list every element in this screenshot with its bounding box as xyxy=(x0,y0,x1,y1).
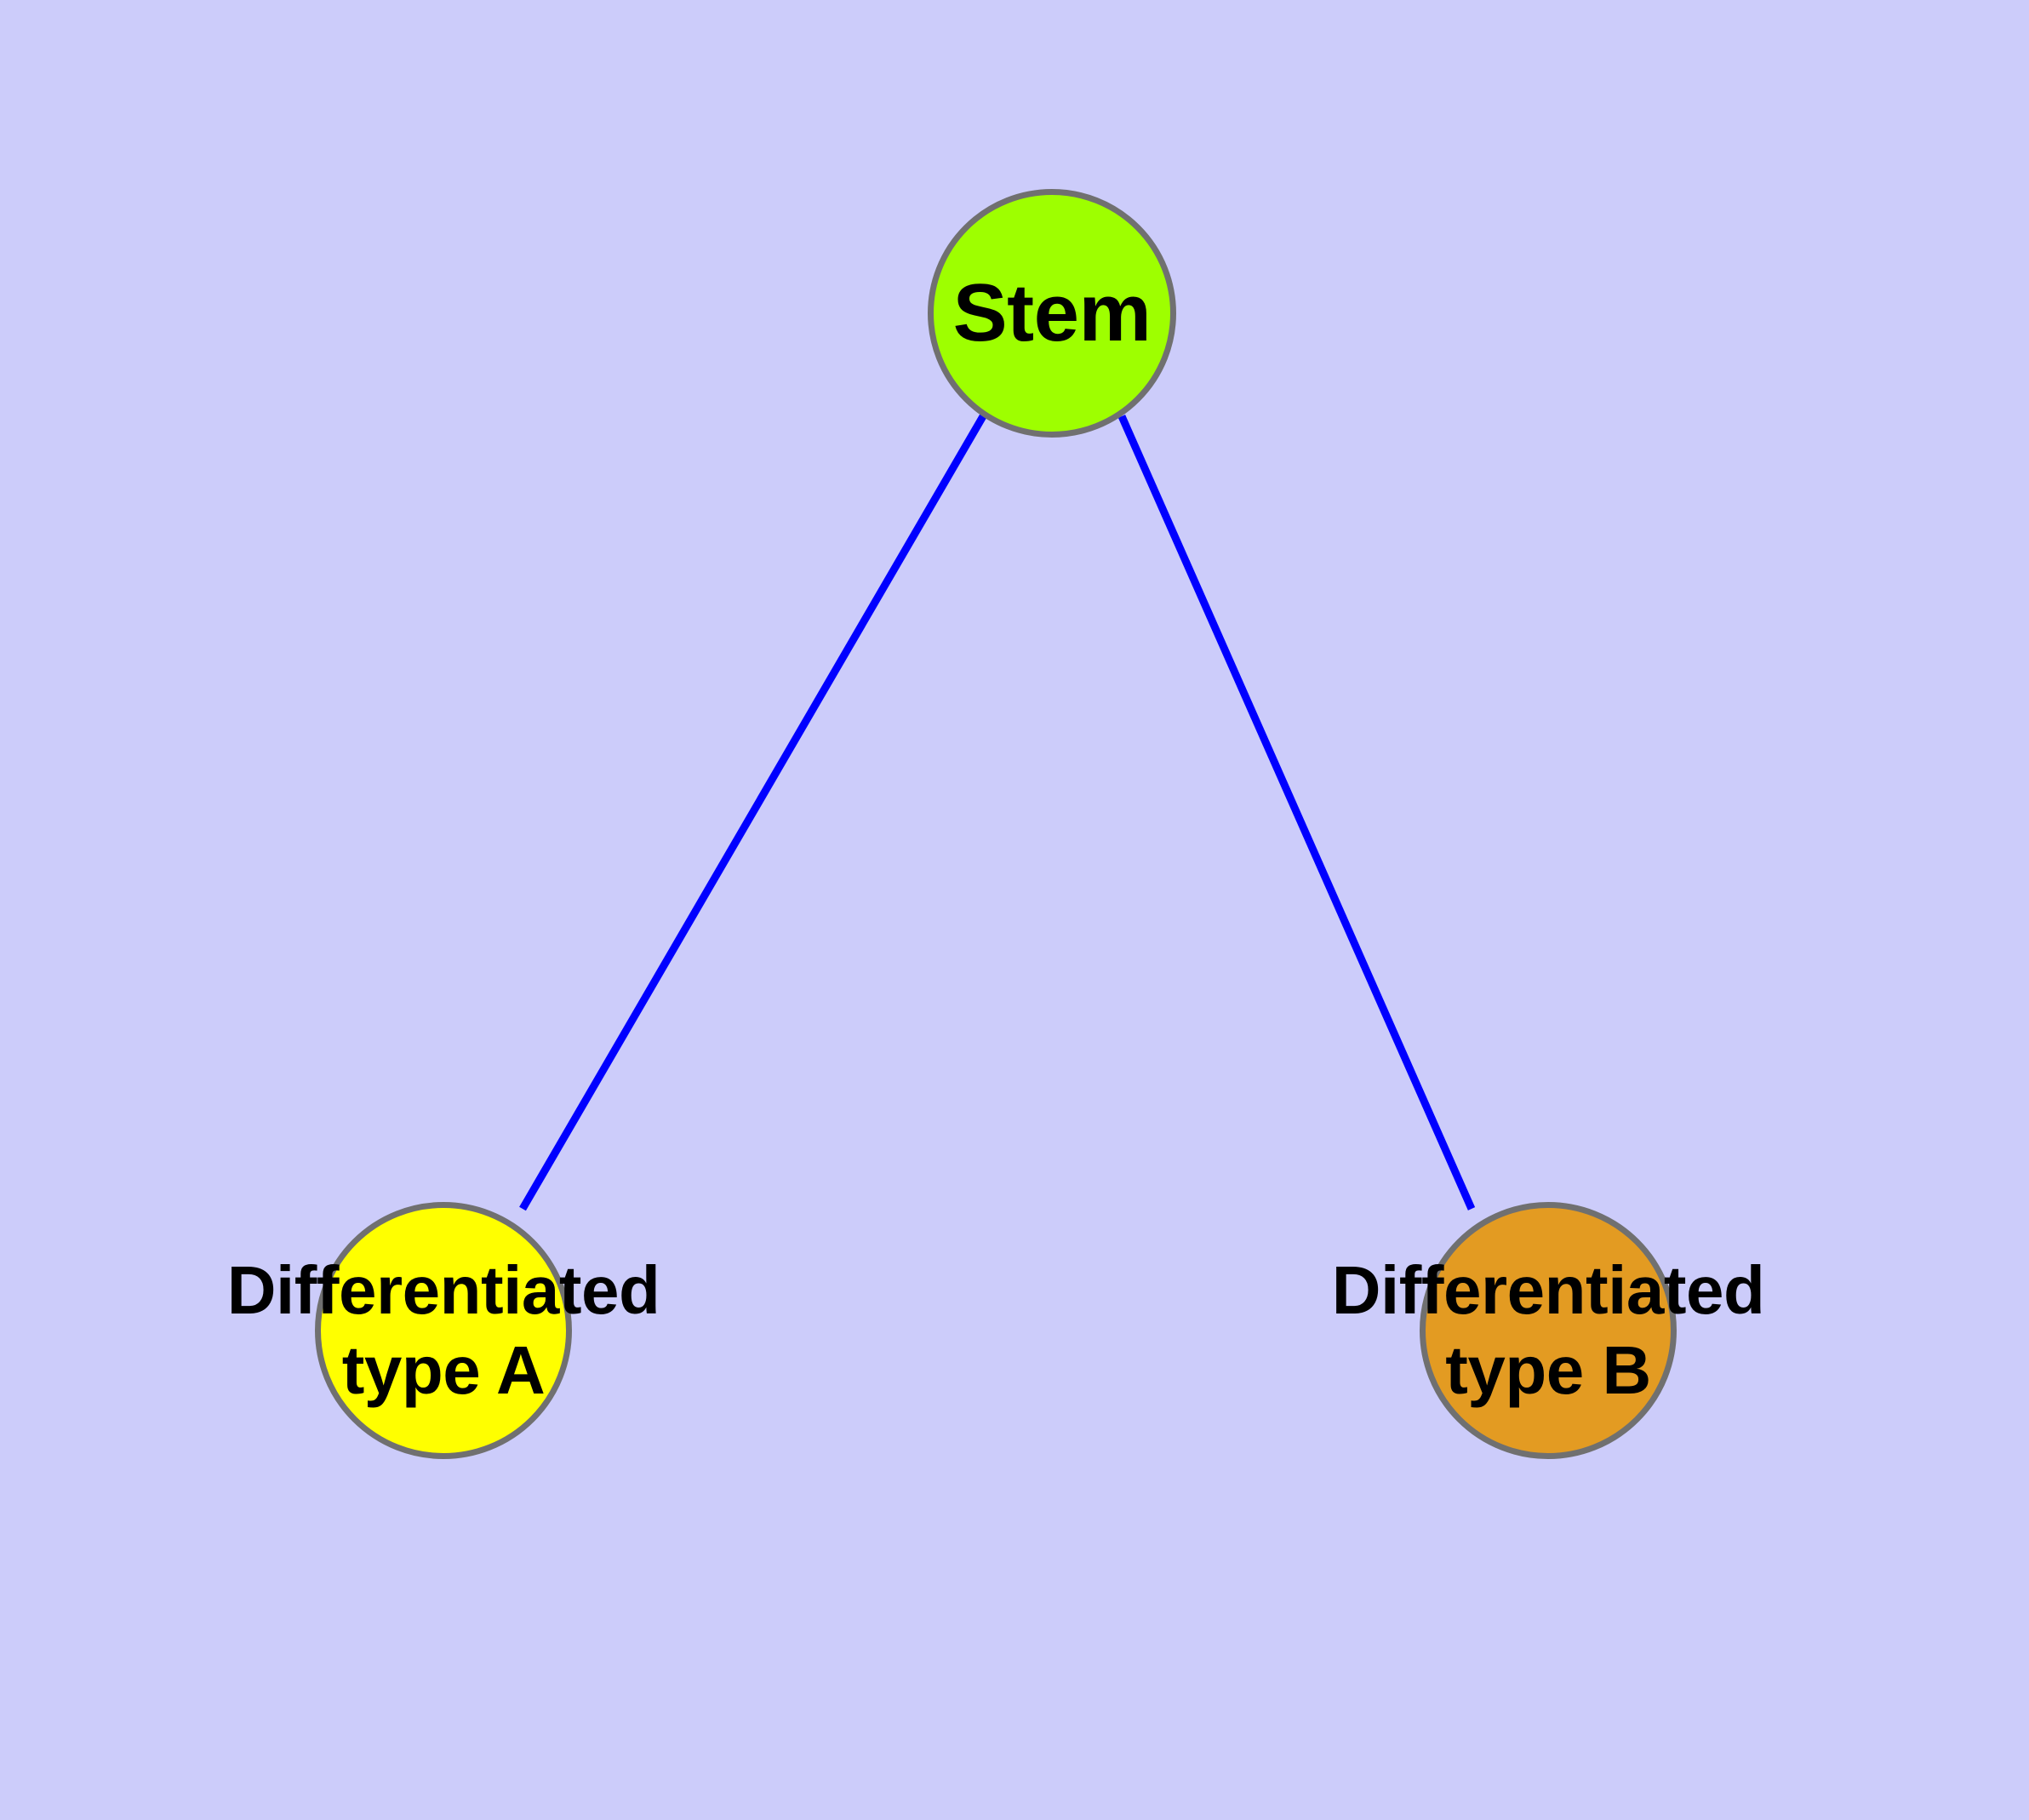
node-differentiated-type-b[interactable] xyxy=(1420,1202,1677,1459)
edge-stem-to-differentiated-b[interactable] xyxy=(1117,415,1476,1210)
node-stem[interactable] xyxy=(928,189,1176,438)
edge-stem-to-differentiated-a[interactable] xyxy=(519,414,986,1211)
node-differentiated-type-a[interactable] xyxy=(315,1202,572,1459)
